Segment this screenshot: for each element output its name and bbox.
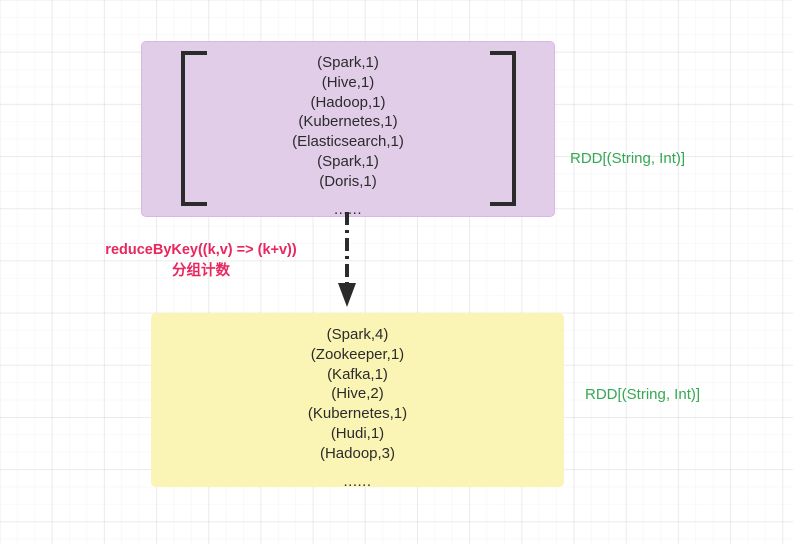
- right-bracket-icon: [490, 51, 516, 206]
- list-item: (Spark,1): [317, 152, 379, 170]
- output-ellipsis: ......: [343, 472, 372, 490]
- list-item: (Kafka,1): [327, 365, 388, 383]
- list-item: (Hive,1): [321, 73, 375, 91]
- left-bracket-icon: [181, 51, 207, 206]
- list-item: (Hadoop,1): [310, 93, 386, 111]
- input-rdd-box[interactable]: (Spark,1) (Hive,1) (Hadoop,1) (Kubernete…: [141, 41, 555, 219]
- input-ellipsis: ......: [333, 200, 362, 218]
- input-type-annotation: RDD[(String, Int)]: [570, 150, 686, 167]
- transform-description: 分组计数: [172, 263, 230, 279]
- arrow-head-icon: [338, 283, 356, 307]
- list-item: (Hudi,1): [330, 424, 385, 442]
- list-item: (Elasticsearch,1): [292, 133, 404, 151]
- output-type-annotation: RDD[(String, Int)]: [585, 386, 701, 403]
- list-item: (Kubernetes,1): [307, 405, 408, 423]
- list-item: (Spark,1): [317, 54, 379, 71]
- output-rdd-box[interactable]: (Spark,4) (Zookeeper,1) (Kafka,1) (Hive,…: [151, 313, 564, 490]
- list-item: (Kubernetes,1): [298, 113, 398, 131]
- list-item: (Zookeeper,1): [310, 345, 405, 363]
- transform-operation: reduceByKey((k,v) => (k+v)): [105, 242, 297, 258]
- list-item: (Doris,1): [319, 172, 377, 190]
- output-rdd-pair-list: (Spark,4) (Zookeeper,1) (Kafka,1) (Hive,…: [152, 325, 563, 491]
- list-item: (Hadoop,3): [319, 444, 396, 462]
- list-item: (Spark,4): [326, 326, 389, 343]
- list-item: (Hive,2): [331, 385, 384, 403]
- transform-label: reduceByKey((k,v) => (k+v)) 分组计数: [96, 240, 306, 282]
- flow-arrow: [325, 212, 369, 310]
- input-rdd-pair-list: (Spark,1) (Hive,1) (Hadoop,1) (Kubernete…: [142, 53, 554, 219]
